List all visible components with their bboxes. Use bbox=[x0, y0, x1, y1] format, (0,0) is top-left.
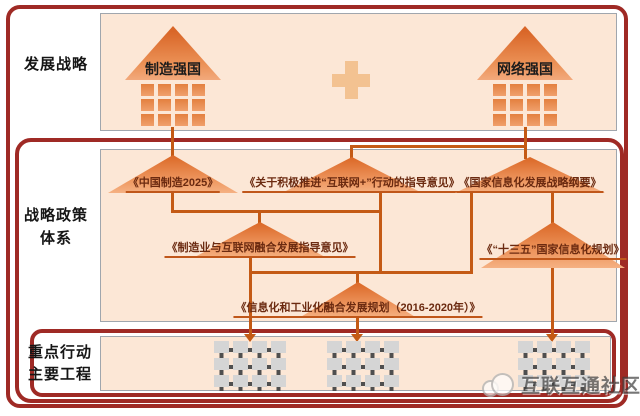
section-label-development-strategy: 发展战略 bbox=[23, 56, 88, 73]
arrow-down-icon bbox=[546, 334, 558, 342]
connector-line bbox=[551, 193, 554, 223]
key-actions-label-line2: 主要工程 bbox=[27, 366, 92, 383]
connector-line bbox=[249, 271, 473, 274]
strategy-label: 网络强国 bbox=[497, 61, 553, 77]
tent-integration-plan-2016-2020: 《信息化和工业化融合发展规划（2016-2020年）》 bbox=[233, 282, 483, 318]
tent-13th-five-year-informatization-plan: 《“十三五”国家信息化规划》 bbox=[479, 222, 627, 268]
policy-title: 《信息化和工业化融合发展规划（2016-2020年）》 bbox=[233, 299, 483, 318]
connector-line bbox=[350, 145, 353, 158]
connector-line bbox=[171, 192, 174, 212]
connector-line bbox=[551, 266, 554, 334]
connector-line bbox=[524, 127, 527, 159]
tent-national-informatization-strategy: 《国家信息化发展战略纲要》 bbox=[455, 157, 605, 193]
policy-system-label-line1: 战略政策 bbox=[23, 207, 88, 224]
connector-line bbox=[249, 258, 252, 334]
strategy-label: 制造强国 bbox=[145, 61, 201, 77]
outer-frame bbox=[6, 5, 628, 408]
watermark: 互联互通社区 bbox=[482, 371, 640, 398]
tent-manufacturing-internet-integration: 《制造业与互联网融合发展指导意见》 bbox=[164, 222, 356, 258]
key-actions-label-line1: 重点行动 bbox=[27, 344, 92, 361]
projects-grid-icon bbox=[518, 341, 590, 391]
connector-line bbox=[258, 210, 261, 223]
connector-line bbox=[171, 127, 174, 157]
policy-title: 《制造业与互联网融合发展指导意见》 bbox=[164, 239, 356, 258]
tent-china-manufacturing-2025: 《中国制造2025》 bbox=[108, 155, 238, 193]
house-body-icon bbox=[493, 84, 557, 126]
watermark-text: 互联互通社区 bbox=[521, 376, 640, 397]
section-label-key-actions: 重点行动 主要工程 bbox=[18, 342, 102, 386]
policy-title: 《国家信息化发展战略纲要》 bbox=[456, 174, 604, 193]
house-body-icon bbox=[141, 84, 205, 126]
projects-grid-icon bbox=[327, 341, 399, 391]
policy-title: 《中国制造2025》 bbox=[125, 174, 221, 193]
plus-icon bbox=[345, 61, 358, 99]
tent-internet-plus-guidance: 《关于积极推进“互联网+”行动的指导意见》 bbox=[242, 157, 462, 193]
policy-title: 《关于积极推进“互联网+”行动的指导意见》 bbox=[242, 174, 462, 193]
cloud-logo-icon bbox=[482, 372, 518, 397]
arrow-down-icon bbox=[244, 334, 256, 342]
policy-title: 《“十三五”国家信息化规划》 bbox=[479, 241, 627, 260]
connector-line bbox=[351, 145, 527, 148]
connector-line bbox=[356, 271, 359, 283]
projects-grid-icon bbox=[214, 341, 286, 391]
connector-line bbox=[356, 318, 359, 334]
connector-line bbox=[171, 210, 382, 213]
connector-line bbox=[379, 193, 382, 273]
policy-section-frame bbox=[15, 138, 624, 403]
arrow-down-icon bbox=[351, 334, 363, 342]
policy-system-label-line2: 体系 bbox=[39, 230, 72, 247]
connector-line bbox=[470, 193, 473, 273]
key-actions-frame bbox=[30, 329, 616, 397]
section-label-policy-system: 战略政策 体系 bbox=[13, 204, 99, 250]
